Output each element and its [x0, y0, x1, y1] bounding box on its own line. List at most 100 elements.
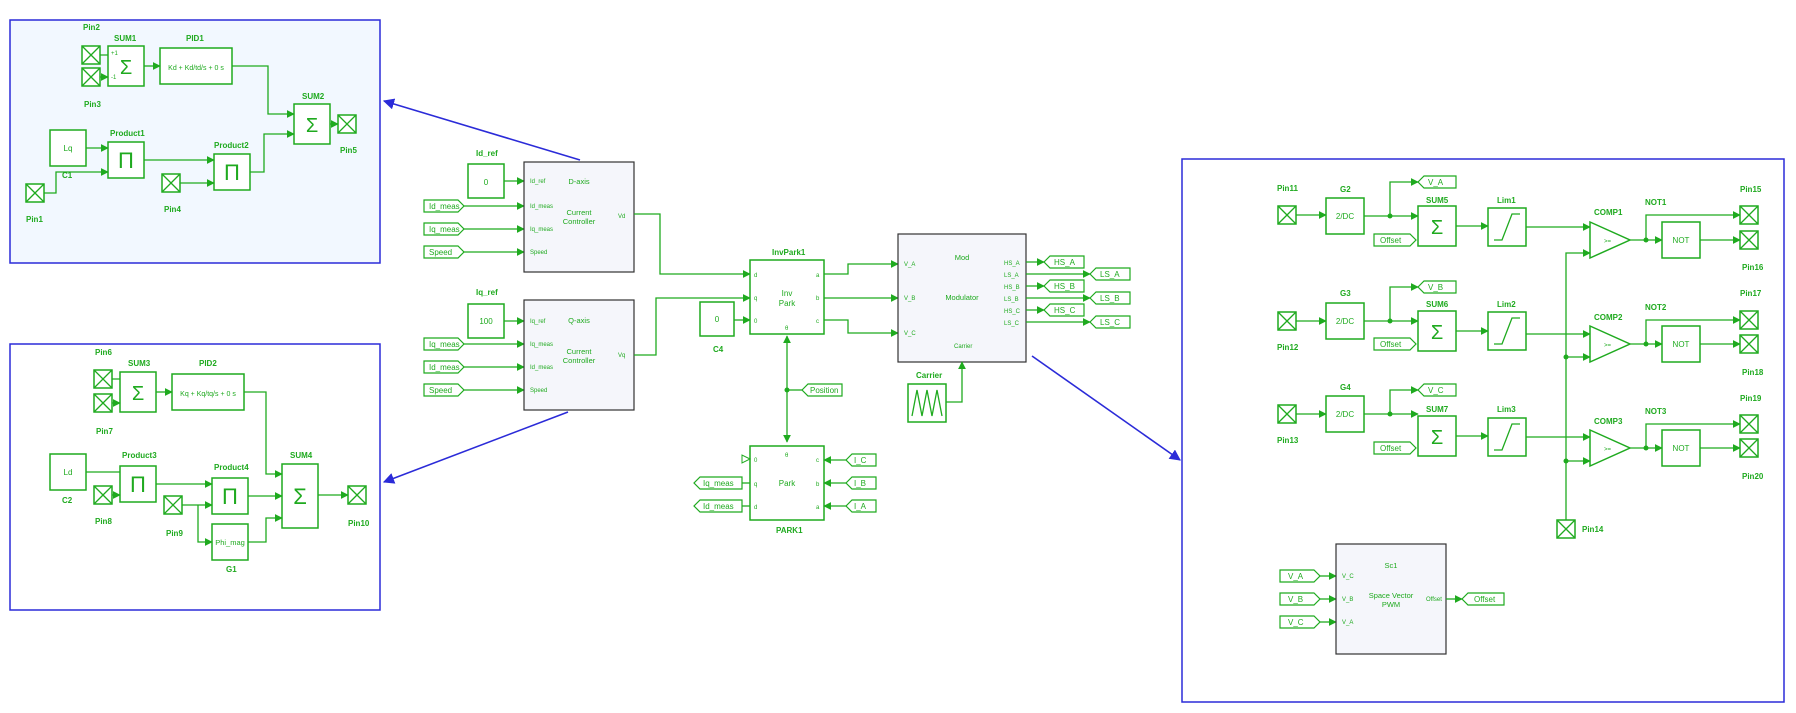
tag-offset-out: Offset — [1461, 592, 1505, 606]
product3-block[interactable]: Π Product3 — [119, 451, 157, 503]
pin18-block[interactable] — [1739, 334, 1759, 354]
sum7-symbol: Σ — [1431, 427, 1443, 449]
phi-mag-block[interactable]: Phi_mag G1 — [211, 523, 249, 574]
tag-v-a-in: V_A — [1279, 569, 1321, 583]
pin12-block[interactable] — [1277, 311, 1297, 331]
q-axis-controller-text: Controller — [563, 356, 596, 365]
pin11-block[interactable] — [1277, 205, 1297, 225]
product1-block[interactable]: Π Product1 — [107, 129, 145, 179]
inv-park-port-0: 0 — [754, 319, 758, 325]
pin13-block[interactable] — [1277, 404, 1297, 424]
c4-constant[interactable]: 0 C4 — [699, 301, 735, 354]
ld-block[interactable]: Ld C2 — [49, 453, 87, 505]
q-axis-port-iq-ref: Iq_ref — [530, 319, 546, 325]
pin19-block[interactable] — [1739, 414, 1759, 434]
sum1-block[interactable]: Σ +1 -1 SUM1 — [107, 34, 145, 87]
sum4-block[interactable]: Σ SUM4 — [281, 451, 319, 529]
tag-v-c-out-text: V_C — [1428, 386, 1444, 395]
g4-gain-block[interactable]: 2/DC — [1325, 395, 1365, 433]
inv-park-block[interactable]: Inv Park d q 0 θ a b c — [749, 259, 825, 335]
id-ref-constant[interactable]: 0 — [467, 163, 505, 199]
pid1-block[interactable]: Kd + Kd/td/s + 0 s PID1 — [159, 34, 233, 85]
tag-i-b-text: I_B — [854, 479, 866, 488]
comp1-block[interactable]: >= — [1589, 220, 1632, 260]
sum5-label: SUM5 — [1426, 196, 1449, 205]
pin9-block[interactable]: Pin9 — [163, 495, 183, 538]
pin10-block[interactable]: Pin10 — [347, 485, 370, 528]
pin11-label: Pin11 — [1277, 184, 1298, 193]
tag-hs-a: HS_A — [1026, 255, 1085, 269]
comp2-block[interactable]: >= — [1589, 324, 1632, 364]
sum6-block[interactable]: Σ — [1417, 310, 1457, 352]
g2-label: G2 — [1340, 185, 1351, 194]
tag-speed-1[interactable]: Speed — [423, 245, 465, 259]
pin1-label: Pin1 — [26, 215, 43, 224]
lim1-block[interactable] — [1487, 207, 1527, 247]
tag-id-meas-out[interactable]: Id_meas — [693, 499, 743, 513]
park-block[interactable]: Park θ 0 q d c b a — [749, 445, 825, 521]
lim3-block[interactable] — [1487, 417, 1527, 457]
lim2-block[interactable] — [1487, 311, 1527, 351]
g2-gain-block[interactable]: 2/DC — [1325, 197, 1365, 235]
tag-i-a[interactable]: I_A — [845, 499, 877, 513]
q-axis-current-controller[interactable]: Q-axis Current Controller Iq_ref Iq_meas… — [523, 299, 635, 411]
carrier-block[interactable] — [907, 383, 947, 423]
tag-iq-meas-1[interactable]: Iq_meas — [423, 222, 465, 236]
pid2-expression: Kq + Kq/tq/s + 0 s — [180, 391, 236, 398]
pin15-block[interactable] — [1739, 205, 1759, 225]
tag-speed-1-text: Speed — [429, 248, 452, 257]
product4-block[interactable]: Π Product4 — [211, 463, 249, 515]
mod-port-ls-a: LS_A — [1004, 273, 1019, 279]
iq-ref-constant[interactable]: 100 — [467, 303, 505, 339]
pin20-block[interactable] — [1739, 438, 1759, 458]
sum7-block[interactable]: Σ — [1417, 415, 1457, 457]
tag-hs-b-text: HS_B — [1054, 282, 1075, 291]
not1-block[interactable]: NOT — [1661, 221, 1701, 259]
product4-label: Product4 — [214, 463, 249, 472]
id-ref-value: 0 — [484, 178, 489, 187]
not3-block[interactable]: NOT — [1661, 429, 1701, 467]
tag-i-b[interactable]: I_B — [845, 476, 877, 490]
comp3-block[interactable]: >= — [1589, 428, 1632, 468]
tag-iq-meas-2[interactable]: Iq_meas — [423, 337, 465, 351]
product2-block[interactable]: Π Product2 — [213, 141, 251, 191]
tag-id-meas-1[interactable]: Id_meas — [423, 199, 465, 213]
tag-id-meas-2[interactable]: Id_meas — [423, 360, 465, 374]
not2-block[interactable]: NOT — [1661, 325, 1701, 363]
tag-speed-2[interactable]: Speed — [423, 383, 465, 397]
g3-gain-block[interactable]: 2/DC — [1325, 302, 1365, 340]
park-port-c: c — [816, 458, 819, 464]
comp3-label: COMP3 — [1594, 417, 1623, 426]
sum2-block[interactable]: Σ SUM2 — [293, 92, 331, 145]
sum5-symbol: Σ — [1431, 217, 1443, 239]
tag-ls-b-text: LS_B — [1100, 294, 1120, 303]
space-vector-pwm-subsystem[interactable]: Sc1 Space Vector PWM V_C V_B V_A Offset — [1335, 543, 1447, 655]
tag-i-c[interactable]: I_C — [845, 453, 877, 467]
lq-block[interactable]: Lq — [49, 129, 87, 167]
pid1-expression: Kd + Kd/td/s + 0 s — [168, 65, 224, 72]
pin14-block[interactable] — [1556, 519, 1576, 539]
mod-port-hs-a: HS_A — [1004, 261, 1020, 267]
pin16-block[interactable] — [1739, 230, 1759, 250]
modulator-subsystem[interactable]: Mod Modulator V_A V_B V_C Carrier HS_A L… — [897, 233, 1027, 363]
tag-position[interactable]: Position — [801, 383, 843, 397]
tag-v-a-out: V_A — [1417, 175, 1457, 189]
invpark1-label: InvPark1 — [772, 248, 806, 257]
sum1-port-plus: +1 — [111, 51, 119, 57]
sum5-block[interactable]: Σ — [1417, 205, 1457, 247]
pin17-block[interactable] — [1739, 310, 1759, 330]
modulator-title: Mod — [955, 253, 970, 262]
comp2-label: COMP2 — [1594, 313, 1623, 322]
comp1-label: COMP1 — [1594, 208, 1623, 217]
d-axis-current-controller[interactable]: D-axis Current Controller Id_ref Id_meas… — [523, 161, 635, 273]
lim2-label: Lim2 — [1497, 300, 1516, 309]
svpwm-port-offset: Offset — [1426, 597, 1442, 603]
park-port-q: q — [754, 482, 757, 488]
pid2-block[interactable]: Kq + Kq/tq/s + 0 s PID2 — [171, 359, 245, 411]
pin7-label: Pin7 — [96, 427, 113, 436]
pin2-block[interactable]: Pin2 — [81, 23, 101, 65]
lq-text: Lq — [64, 144, 73, 153]
tag-iq-meas-out[interactable]: Iq_meas — [693, 476, 743, 490]
not1-label: NOT1 — [1645, 198, 1667, 207]
pin14-label: Pin14 — [1582, 525, 1604, 534]
